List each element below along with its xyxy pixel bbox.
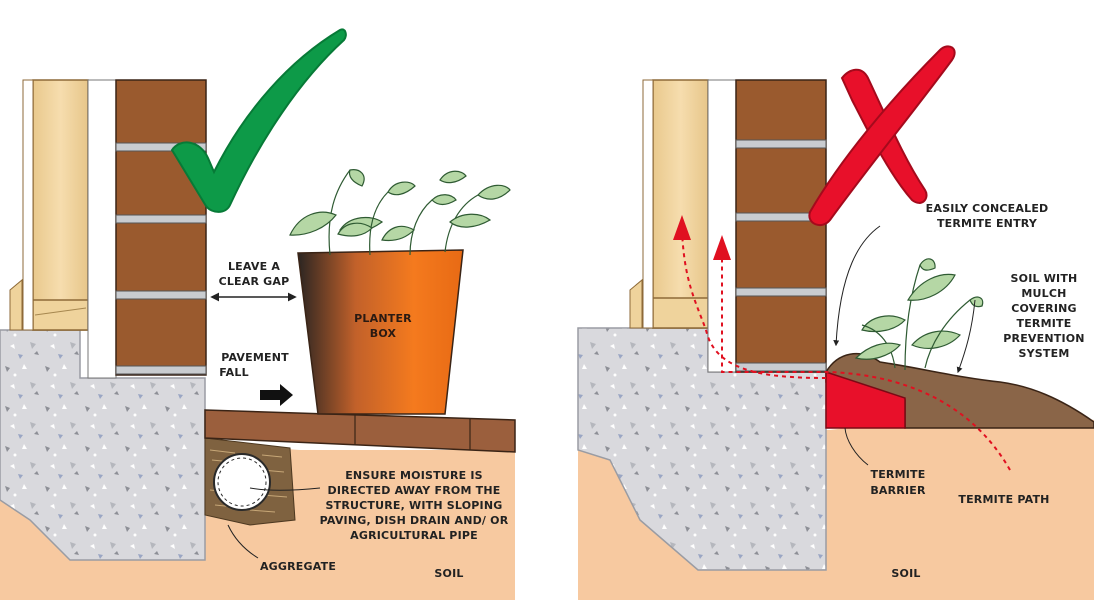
- label-termite-barrier-1: TERMITE: [871, 468, 926, 481]
- timber-plate-left: [32, 299, 89, 331]
- left-panel-correct: LEAVE A CLEAR GAP PLANTER BOX PAVEMENT F…: [0, 28, 516, 600]
- termite-entry-arrow-lower: [713, 235, 731, 260]
- timber-stud-left: [32, 79, 89, 331]
- label-clear-gap: CLEAR GAP: [219, 275, 290, 288]
- label-prevention: PREVENTION: [1003, 332, 1084, 345]
- concealed-entry-leader: [833, 225, 881, 347]
- brick-veneer-right: [735, 79, 827, 373]
- brick-veneer-left: [115, 79, 207, 376]
- label-moisture-4: PAVING, DISH DRAIN AND/ OR: [320, 514, 509, 527]
- sloping-pavement: [204, 409, 516, 453]
- planter-box: [297, 249, 464, 415]
- aggregate-leader: [227, 524, 259, 559]
- label-mulch: MULCH: [1021, 287, 1066, 300]
- label-leave-a: LEAVE A: [228, 260, 280, 273]
- label-soil-with: SOIL WITH: [1011, 272, 1078, 285]
- label-termite-barrier-2: BARRIER: [870, 484, 926, 497]
- label-box: BOX: [370, 327, 397, 340]
- cross-mark-icon: [808, 45, 956, 227]
- label-covering: COVERING: [1011, 302, 1077, 315]
- label-termite-path: TERMITE PATH: [958, 493, 1049, 506]
- stud-lining-left: [22, 79, 34, 331]
- label-moisture-3: STRUCTURE, WITH SLOPING: [326, 499, 503, 512]
- barrier-leader: [844, 427, 869, 466]
- planter-plants: [289, 169, 511, 256]
- label-soil-left: SOIL: [434, 567, 463, 580]
- mulch-plants: [854, 258, 984, 371]
- moisture-leader: [249, 487, 321, 491]
- timber-stud-right: [652, 79, 709, 329]
- termite-entry-arrow-upper: [673, 215, 691, 240]
- mulch-leader: [956, 299, 976, 374]
- label-aggregate: AGGREGATE: [260, 560, 336, 573]
- termite-barrier: [825, 370, 906, 429]
- pavement-fall-arrow: [260, 384, 293, 406]
- label-moisture-5: AGRICULTURAL PIPE: [350, 529, 478, 542]
- termite-path-lines: [677, 225, 1011, 471]
- label-moisture-1: ENSURE MOISTURE IS: [345, 469, 483, 482]
- wall-cavity-left: [87, 79, 117, 379]
- label-system: SYSTEM: [1019, 347, 1070, 360]
- label-termite-system: TERMITE: [1017, 317, 1072, 330]
- label-moisture-2: DIRECTED AWAY FROM THE: [328, 484, 501, 497]
- label-fall: FALL: [219, 366, 249, 379]
- check-mark-icon: [170, 28, 347, 213]
- concrete-footing-left: [0, 329, 206, 561]
- label-termite-entry: TERMITE ENTRY: [937, 217, 1038, 230]
- timber-plate-right: [652, 297, 709, 329]
- wall-cavity-right: [707, 79, 737, 373]
- agricultural-pipe-inner: [217, 457, 267, 507]
- label-pavement: PAVEMENT: [221, 351, 289, 364]
- label-easily-concealed: EASILY CONCEALED: [926, 202, 1049, 215]
- right-panel-incorrect: EASILY CONCEALED TERMITE ENTRY SOIL WITH…: [577, 45, 1094, 600]
- agricultural-pipe: [213, 453, 271, 511]
- label-planter: PLANTER: [354, 312, 412, 325]
- label-soil-right: SOIL: [891, 567, 920, 580]
- stud-lining-right: [642, 79, 654, 329]
